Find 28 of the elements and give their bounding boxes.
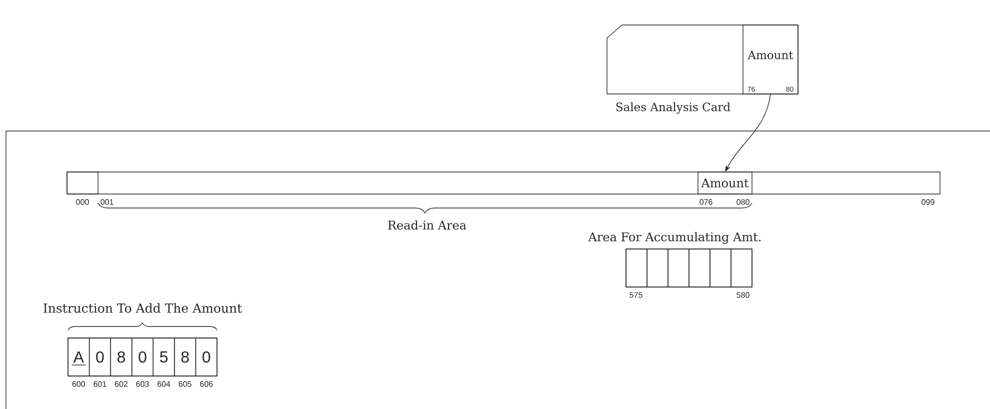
address-number: 604: [158, 381, 170, 387]
address-number: 000: [76, 199, 89, 205]
address-number: 606: [200, 381, 213, 387]
address-number: 603: [136, 381, 149, 387]
storage-cell: [626, 248, 648, 288]
address-number: 600: [72, 381, 86, 387]
character-cell: 8: [174, 338, 196, 376]
storage-cell: [668, 248, 690, 288]
storage-cell: [730, 248, 752, 288]
character-cell: A: [68, 338, 90, 376]
storage-cell: Amount: [698, 172, 752, 194]
character-cell: 0: [132, 338, 154, 376]
storage-cell: [688, 248, 710, 288]
character-cell: 0: [88, 338, 111, 376]
character-cell: 0: [195, 338, 218, 376]
instruction-heading: Instruction To Add The Amount: [44, 303, 242, 313]
character-cell: 8: [110, 338, 132, 376]
card-caption: Sales Analysis Card: [616, 102, 730, 114]
storage-cell: [710, 248, 732, 288]
storage-cell: [646, 248, 668, 288]
address-number: 605: [178, 381, 192, 387]
area-label: Read-in Area: [388, 220, 466, 230]
address-number: 602: [114, 381, 128, 387]
character-cell: 5: [152, 338, 175, 376]
address-number: 575: [630, 292, 642, 298]
area-heading: Area For Accumulating Amt.: [588, 232, 761, 244]
address-number: 580: [736, 292, 750, 298]
address-number: 601: [94, 381, 106, 387]
